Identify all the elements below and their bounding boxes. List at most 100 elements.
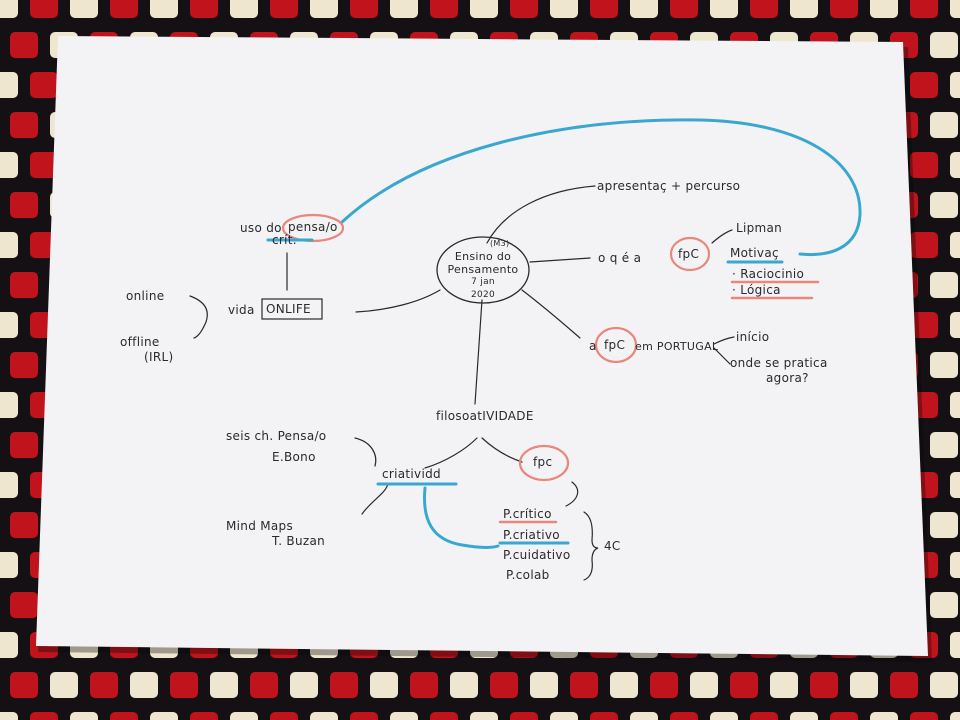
cloth-square [530,672,558,698]
cloth-square [910,72,938,98]
cloth-square [930,32,958,58]
line-to-apresentac [486,185,596,244]
cloth-square [850,672,878,698]
cloth-square [70,0,98,18]
center-line-4: 2020 [470,290,496,300]
cloth-square [310,0,338,18]
cloth-square [790,0,818,18]
cloth-square [670,0,698,18]
cloth-square [930,432,958,458]
cloth-square [330,672,358,698]
label-what-is: o q é a [598,251,642,265]
cloth-square [750,712,778,720]
cloth-square [350,0,378,18]
label-4c: 4C [604,539,621,553]
paper-surface [36,36,928,656]
cloth-square [930,192,958,218]
cloth-square [430,712,458,720]
cloth-square [230,712,258,720]
label-crit: crít. [272,233,297,247]
cloth-square [510,0,538,18]
cloth-square [10,432,38,458]
cloth-square [790,712,818,720]
cloth-square [630,0,658,18]
cloth-square [30,0,58,18]
cloth-square [650,672,678,698]
cloth-square [0,472,18,498]
cloth-square [930,592,958,618]
cloth-square [250,672,278,698]
cloth-square [130,672,158,698]
cloth-square [450,672,478,698]
cloth-square [950,632,960,658]
cloth-square [390,712,418,720]
cloth-square [550,712,578,720]
cloth-square [610,672,638,698]
cloth-square [0,0,18,18]
cloth-square [470,712,498,720]
cloth-square [930,352,958,378]
brace-4c [583,511,599,581]
line-mind-to-criativ [361,483,389,515]
label-onlife: ONLIFE [266,302,311,316]
cloth-square [0,632,18,658]
cloth-square [950,472,960,498]
red-circle-fpc-low [518,444,570,482]
cloth-square [730,672,758,698]
cloth-square [510,712,538,720]
cloth-square [0,232,18,258]
cloth-square [0,552,18,578]
cloth-square [30,152,58,178]
label-motivac: Motivaç [730,246,779,260]
cloth-square [110,0,138,18]
cloth-square [950,0,960,18]
label-vida: vida [228,303,255,317]
label-filoso: filosoatIVIDADE [436,409,534,423]
cloth-square [10,352,38,378]
cloth-square [150,712,178,720]
cloth-square [10,672,38,698]
cloth-square [910,712,938,720]
label-raciocinio: · Raciocinio [732,267,805,281]
label-offline: offline [120,335,160,349]
label-onde-2: agora? [766,371,809,385]
line-to-vida [355,289,441,313]
cloth-square [270,0,298,18]
cloth-square [350,712,378,720]
cloth-square [390,0,418,18]
cloth-square [30,712,58,720]
label-uso-circle: pensa/o [288,220,338,234]
line-to-portugal [521,289,581,339]
line-seis-to-criativ [354,437,377,467]
cloth-square [10,112,38,138]
cloth-square [0,392,18,418]
cloth-square [890,672,918,698]
cloth-square [310,712,338,720]
label-irl: (IRL) [144,350,174,364]
cloth-square [10,592,38,618]
cloth-square [710,712,738,720]
label-inicio: início [736,330,770,344]
red-circle-fpc-portugal [594,326,638,364]
cloth-square [930,512,958,538]
label-lipman: Lipman [736,221,783,235]
red-circle-fpc-top [669,236,711,272]
label-seis-1: seis ch. Pensa/o [226,429,327,443]
cloth-square [370,672,398,698]
line-fpc-to-list [565,481,579,507]
cloth-square [770,672,798,698]
cloth-square [910,0,938,18]
cloth-square [910,152,938,178]
cloth-square [750,0,778,18]
label-fpc-circle: fpC [678,247,700,261]
center-tag: (M3) [490,239,510,248]
cloth-square [590,712,618,720]
label-logica: · Lógica [732,283,781,297]
cloth-square [950,232,960,258]
cloth-square [830,0,858,18]
cloth-square [10,192,38,218]
label-p-cuidativo: P.cuidativo [503,548,571,562]
cloth-square [110,712,138,720]
cloth-square [410,672,438,698]
